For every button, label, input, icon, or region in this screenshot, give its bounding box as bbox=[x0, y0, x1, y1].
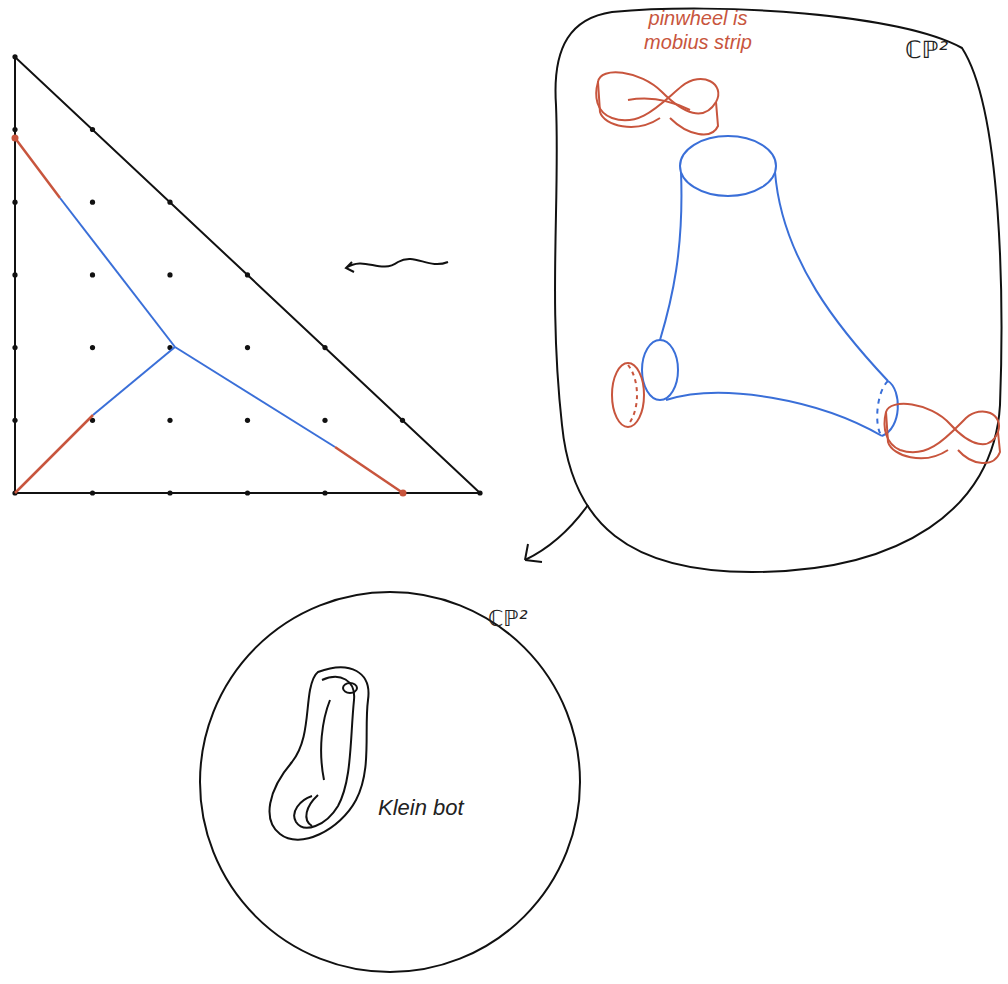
lattice-dot bbox=[12, 418, 17, 423]
space-label: ℂℙ² bbox=[488, 606, 528, 632]
lattice-dot bbox=[245, 345, 250, 350]
surface-label: Klein bot bbox=[378, 795, 464, 821]
mobius-strips bbox=[596, 72, 1000, 463]
space-label: ℂℙ² bbox=[905, 36, 948, 65]
lattice-dot bbox=[167, 418, 172, 423]
lattice-points bbox=[12, 54, 482, 495]
lattice-dot bbox=[12, 345, 17, 350]
lattice-dot bbox=[322, 490, 327, 495]
pair-of-pants bbox=[642, 136, 898, 436]
cp2-circle bbox=[200, 592, 580, 972]
lattice-dot bbox=[90, 272, 95, 277]
lattice-dot bbox=[245, 490, 250, 495]
tropical-curve bbox=[60, 198, 335, 447]
lattice-dot bbox=[167, 200, 172, 205]
lattice-dot bbox=[90, 490, 95, 495]
lattice-dot bbox=[245, 272, 250, 277]
lattice-dot bbox=[167, 272, 172, 277]
lattice-dot bbox=[90, 345, 95, 350]
lattice-dot bbox=[245, 418, 250, 423]
map-arrow bbox=[525, 505, 588, 562]
lattice-dot bbox=[167, 490, 172, 495]
lattice-dot bbox=[12, 272, 17, 277]
lattice-dot bbox=[12, 54, 17, 59]
red-note: pinwheel is mobius strip bbox=[632, 6, 764, 54]
lattice-dot bbox=[400, 418, 405, 423]
klein-bottle bbox=[270, 667, 369, 839]
lattice-dot bbox=[322, 418, 327, 423]
red-legs bbox=[15, 138, 403, 493]
lattice-dot bbox=[12, 200, 17, 205]
lattice-dot bbox=[90, 127, 95, 132]
lattice-dot bbox=[322, 345, 327, 350]
red-dot bbox=[400, 490, 407, 497]
lattice-dot bbox=[90, 200, 95, 205]
lattice-dot bbox=[477, 490, 482, 495]
squiggle-arrow bbox=[346, 259, 448, 272]
cp2-blob bbox=[555, 9, 1001, 572]
red-dot bbox=[12, 135, 19, 142]
moment-triangle bbox=[15, 57, 480, 493]
lattice-dot bbox=[12, 127, 17, 132]
